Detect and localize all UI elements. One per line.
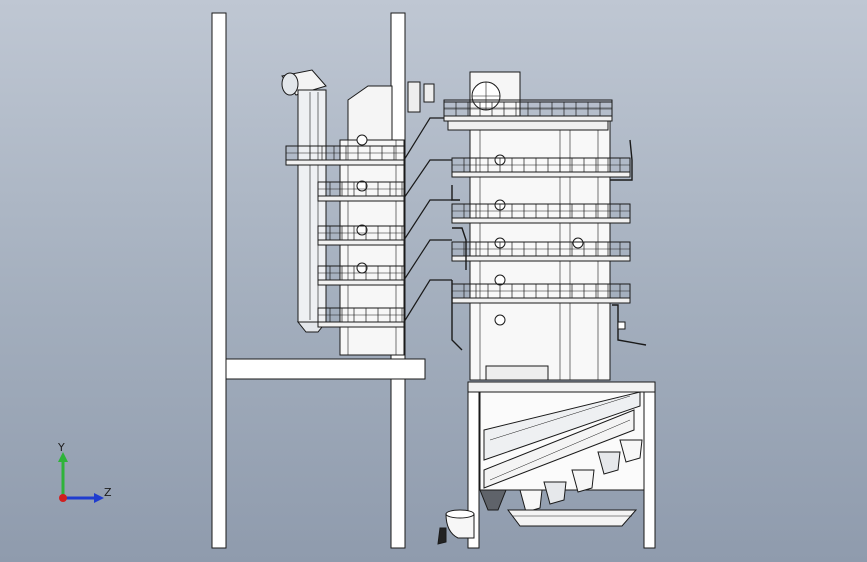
right-platforms [443,101,631,304]
right-platform-2 [451,157,631,178]
junction-box [617,321,626,330]
hopper-cone-2 [543,481,567,505]
hopper-cone-1 [519,489,543,513]
top-fan-housing [443,71,613,121]
hopper-cone-4 [597,451,621,475]
discharge-trough [479,489,638,527]
orientation-triad: Y Z [57,441,112,503]
platform-deck [443,115,613,122]
origin-marker [59,494,67,502]
left-platform-2 [317,181,405,202]
right-platform-3 [451,203,631,224]
platform-deck [317,195,405,202]
platform-deck [451,171,631,178]
hopper-cone-3 [571,469,595,493]
platform-deck [451,255,631,262]
left-platform-4 [317,265,405,286]
left-platforms [285,145,405,328]
base-frame [467,381,656,549]
z-axis-head [94,493,104,503]
bucket-elevator-boot [437,509,475,545]
hopper-cone-5 [619,439,643,463]
stair-flights [403,117,452,323]
hopper-cones [519,439,643,513]
exhaust-duct [281,69,328,333]
y-axis-label: Y [57,441,65,454]
y-axis-head [58,452,68,462]
left-platform-3 [317,225,405,246]
platform-deck [285,159,405,166]
platform-deck [451,297,631,304]
dryer-tower [339,81,435,356]
platform-deck [317,321,405,328]
z-axis-label: Z [104,486,112,499]
platform-deck [317,279,405,286]
left-column [211,12,227,549]
platform-deck [451,217,631,224]
platform-deck [317,239,405,246]
cross-beam [225,358,426,380]
right-platform-1 [443,101,613,122]
left-platform-1 [285,145,405,166]
left-platform-5 [317,307,405,328]
right-platform-4 [451,241,631,262]
